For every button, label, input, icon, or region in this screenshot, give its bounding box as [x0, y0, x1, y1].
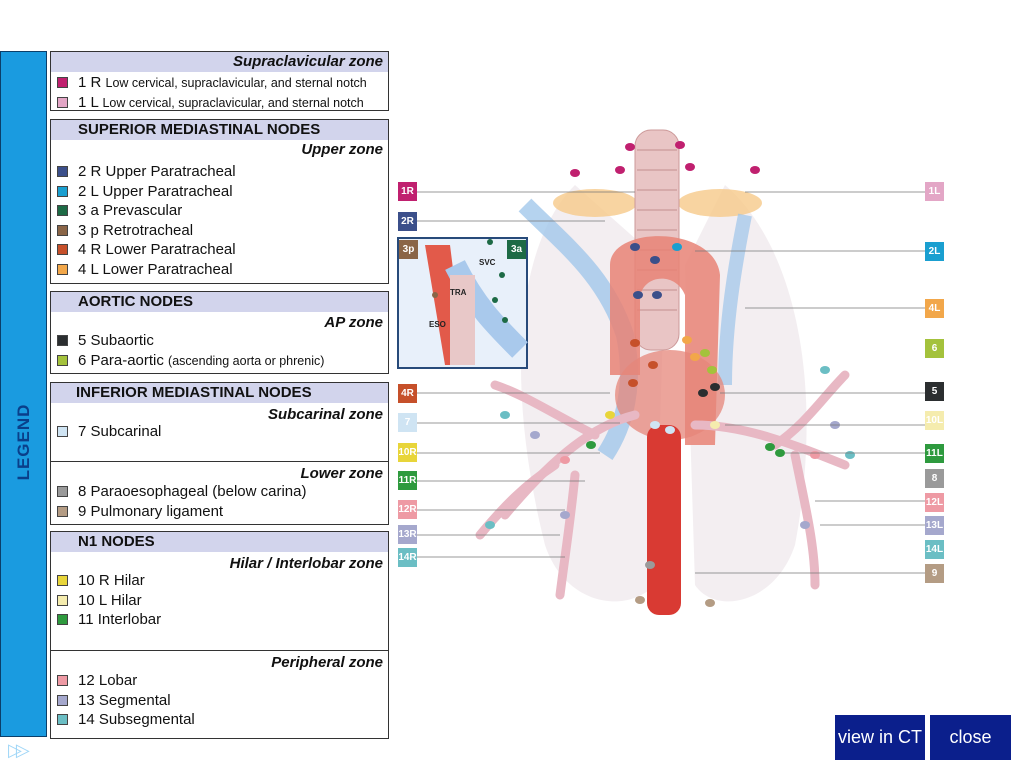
- legend-panel-inferior-mediastinal: INFERIOR MEDIASTINAL NODES Subcarinal zo…: [50, 382, 389, 525]
- station-label-2r[interactable]: 2R: [398, 212, 417, 231]
- legend-tab[interactable]: LEGEND ▷▷: [0, 51, 47, 760]
- divider: [51, 461, 388, 462]
- legend-item: 9 Pulmonary ligament: [51, 502, 388, 522]
- station-label-5[interactable]: 5: [925, 382, 944, 401]
- station-label-7[interactable]: 7: [398, 413, 417, 432]
- color-swatch: [57, 96, 68, 108]
- station-label-9[interactable]: 9: [925, 564, 944, 583]
- color-swatch: [57, 77, 68, 88]
- close-button[interactable]: close: [930, 715, 1011, 760]
- station-label-1l[interactable]: 1L: [925, 182, 944, 201]
- station-label-8[interactable]: 8: [925, 469, 944, 488]
- legend-panel-supraclavicular: Supraclavicular zone 1 R Low cervical, s…: [50, 51, 389, 111]
- descending-aorta-shape: [647, 425, 681, 615]
- view-in-ct-button[interactable]: view in CT: [835, 715, 925, 760]
- divider: [51, 650, 388, 651]
- legend-panel-n1: N1 NODES Hilar / Interlobar zone 10 R Hi…: [50, 531, 389, 739]
- station-label-10l[interactable]: 10L: [925, 411, 944, 430]
- legend-item: 4 R Lower Paratracheal: [51, 240, 388, 260]
- legend-item: 13 Segmental: [51, 691, 388, 711]
- legend-item: 11 Interlobar: [51, 610, 388, 630]
- station-label-1r[interactable]: 1R: [398, 182, 417, 201]
- station-label-11l[interactable]: 11L: [925, 444, 944, 463]
- station-label-4l[interactable]: 4L: [925, 299, 944, 318]
- legend-item: 3 a Prevascular: [51, 201, 388, 221]
- legend-item: 1 R Low cervical, supraclavicular, and s…: [51, 73, 388, 93]
- legend-item: 5 Subaortic: [51, 331, 388, 351]
- legend-tab-label: LEGEND: [13, 403, 33, 481]
- group-header: SUPERIOR MEDIASTINAL NODES: [51, 120, 388, 140]
- station-label-12l[interactable]: 12L: [925, 493, 944, 512]
- legend-item: 3 p Retrotracheal: [51, 221, 388, 241]
- group-header: AORTIC NODES: [51, 292, 388, 312]
- legend-item: 4 L Lower Paratracheal: [51, 260, 388, 280]
- station-label-2l[interactable]: 2L: [925, 242, 944, 261]
- legend-item: 12 Lobar: [51, 671, 388, 691]
- lymph-node-map-diagram: SVC TRA ESO: [397, 129, 925, 615]
- vein-shape: [718, 213, 752, 386]
- double-chevron-right-icon[interactable]: ▷▷: [8, 740, 30, 760]
- zone-title: Supraclavicular zone: [232, 53, 383, 70]
- clavicle-shape: [678, 189, 762, 217]
- legend-item: 1 L Low cervical, supraclavicular, and s…: [51, 93, 388, 113]
- group-header: INFERIOR MEDIASTINAL NODES: [51, 383, 388, 403]
- legend-item: 2 R Upper Paratracheal: [51, 162, 388, 182]
- leader-lines: [417, 191, 925, 574]
- clavicle-shape: [553, 189, 637, 217]
- group-header: N1 NODES: [51, 532, 388, 552]
- legend-item: 7 Subcarinal: [51, 422, 388, 442]
- legend-panel-aortic: AORTIC NODES AP zone 5 Subaortic 6 Para-…: [50, 291, 389, 374]
- legend-item: 6 Para-aortic (ascending aorta or phreni…: [51, 351, 388, 371]
- station-label-13r[interactable]: 13R: [398, 525, 417, 544]
- zone-title: Lower zone: [300, 465, 383, 482]
- station-label-12r[interactable]: 12R: [398, 500, 417, 519]
- legend-item: 2 L Upper Paratracheal: [51, 182, 388, 202]
- legend-item: 10 R Hilar: [51, 571, 388, 591]
- inset-label-tra: TRA: [450, 288, 467, 297]
- station-label-13l[interactable]: 13L: [925, 516, 944, 535]
- station-label-6[interactable]: 6: [925, 339, 944, 358]
- station-label-10r[interactable]: 10R: [398, 443, 417, 462]
- station-label-14l[interactable]: 14L: [925, 540, 944, 559]
- zone-title: Peripheral zone: [271, 654, 383, 671]
- legend-panel-superior-mediastinal: SUPERIOR MEDIASTINAL NODES Upper zone 2 …: [50, 119, 389, 284]
- inset-label-eso: ESO: [429, 320, 446, 329]
- inset-nodes: [432, 239, 508, 323]
- legend-item: 10 L Hilar: [51, 591, 388, 611]
- zone-header-bar: Supraclavicular zone: [51, 52, 388, 72]
- station-label-11r[interactable]: 11R: [398, 471, 417, 490]
- zone-title: Hilar / Interlobar zone: [229, 555, 383, 572]
- legend-item: 8 Paraoesophageal (below carina): [51, 482, 388, 502]
- legend-item: 14 Subsegmental: [51, 710, 388, 730]
- station-label-14r[interactable]: 14R: [398, 548, 417, 567]
- inset-label-svc: SVC: [479, 258, 496, 267]
- zone-title: AP zone: [324, 314, 383, 331]
- station-label-4r[interactable]: 4R: [398, 384, 417, 403]
- zone-title: Upper zone: [301, 141, 383, 158]
- inset-tag-3a[interactable]: 3a: [507, 240, 526, 259]
- inset-tag-3p[interactable]: 3p: [399, 240, 418, 259]
- heart-region-shape: [615, 350, 725, 440]
- inset-trachea-shape: [450, 275, 475, 365]
- zone-title: Subcarinal zone: [267, 406, 383, 423]
